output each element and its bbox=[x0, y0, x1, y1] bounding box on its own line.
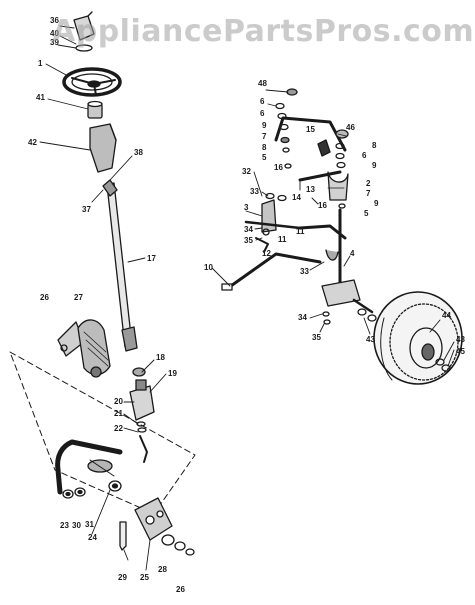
callout-32: 32 bbox=[242, 167, 251, 176]
leader-lines-left bbox=[39, 25, 167, 571]
callout-5-a: 5 bbox=[262, 153, 267, 162]
callout-34-upper: 34 bbox=[244, 225, 253, 234]
steering-arm bbox=[244, 192, 302, 253]
steering-bracket bbox=[119, 497, 173, 551]
callout-9-b: 9 bbox=[372, 161, 377, 170]
callout-18: 18 bbox=[156, 353, 165, 362]
callout-35-upper: 35 bbox=[244, 236, 253, 245]
callout-43-spindle: 43 bbox=[366, 335, 375, 344]
drag-link-rod bbox=[221, 252, 322, 291]
callout-45: 45 bbox=[456, 347, 465, 356]
callout-21: 21 bbox=[114, 409, 123, 418]
callout-11-b: 11 bbox=[278, 235, 287, 244]
callout-13: 13 bbox=[306, 185, 315, 194]
steering-gear-housing bbox=[129, 367, 155, 463]
callout-33-lower: 33 bbox=[300, 267, 309, 276]
callout-24: 24 bbox=[88, 533, 97, 542]
front-wheel bbox=[373, 291, 463, 385]
drag-link bbox=[55, 439, 123, 495]
steering-wheel bbox=[62, 67, 122, 97]
callout-30: 30 bbox=[72, 521, 81, 530]
callout-36-top: 36 bbox=[50, 16, 59, 25]
callout-7-a: 7 bbox=[262, 132, 267, 141]
callout-4: 4 bbox=[350, 249, 355, 258]
callout-26-bracket: 26 bbox=[176, 585, 185, 594]
wheel-hardware bbox=[435, 358, 451, 372]
callout-26-brake: 26 bbox=[40, 293, 49, 302]
callout-17: 17 bbox=[147, 254, 156, 263]
small-hardware-stack-left bbox=[275, 88, 298, 169]
steering-adapter bbox=[87, 100, 103, 119]
callout-14: 14 bbox=[292, 193, 301, 202]
callout-8-b: 8 bbox=[372, 141, 377, 150]
callout-15: 15 bbox=[306, 125, 315, 134]
callout-44: 44 bbox=[442, 311, 451, 320]
callout-19: 19 bbox=[168, 369, 177, 378]
callout-8-a: 8 bbox=[262, 143, 267, 152]
callout-16-a: 16 bbox=[274, 163, 283, 172]
callout-labels: 36 40 39 1 41 42 38 37 17 26 27 18 19 20… bbox=[28, 16, 465, 594]
steering-cap bbox=[73, 11, 95, 41]
callout-12: 12 bbox=[262, 249, 271, 258]
callout-16-b: 16 bbox=[318, 201, 327, 210]
callout-42: 42 bbox=[28, 138, 37, 147]
callout-39: 39 bbox=[50, 38, 59, 47]
callout-22: 22 bbox=[114, 424, 123, 433]
callout-20: 20 bbox=[114, 397, 123, 406]
spindle-assembly bbox=[321, 279, 377, 325]
callout-35-lower: 35 bbox=[312, 333, 321, 342]
axle-pivot bbox=[327, 171, 349, 201]
callout-31: 31 bbox=[85, 520, 94, 529]
callout-6-c: 6 bbox=[362, 151, 367, 160]
callout-3: 3 bbox=[244, 203, 249, 212]
callout-33-upper: 33 bbox=[250, 187, 259, 196]
callout-27: 27 bbox=[74, 293, 83, 302]
leader-lines-right bbox=[211, 89, 455, 367]
callout-43-wheel: 43 bbox=[456, 335, 465, 344]
callout-1: 1 bbox=[38, 59, 43, 68]
callout-23: 23 bbox=[60, 521, 69, 530]
callout-34-lower: 34 bbox=[298, 313, 307, 322]
brake-drum bbox=[77, 319, 111, 378]
callout-9-a: 9 bbox=[262, 121, 267, 130]
callout-11-a: 11 bbox=[296, 227, 305, 236]
callout-48: 48 bbox=[258, 79, 267, 88]
steering-shaft bbox=[102, 179, 138, 352]
callout-6-b: 6 bbox=[260, 109, 265, 118]
watermark-logo: AppliancePartsPros.com bbox=[52, 14, 475, 49]
callout-38: 38 bbox=[134, 148, 143, 157]
callout-41: 41 bbox=[36, 93, 45, 102]
callout-25: 25 bbox=[140, 573, 149, 582]
spindle-link bbox=[298, 208, 347, 292]
washer-set-left bbox=[62, 480, 122, 499]
callout-37: 37 bbox=[82, 205, 91, 214]
callout-7-b: 7 bbox=[366, 189, 371, 198]
callout-28: 28 bbox=[158, 565, 167, 574]
callout-46: 46 bbox=[346, 123, 355, 132]
steering-column-cover bbox=[89, 123, 117, 173]
washer-set-bracket bbox=[161, 534, 195, 556]
callout-9-c: 9 bbox=[374, 199, 379, 208]
callout-29: 29 bbox=[118, 573, 127, 582]
callout-5-b: 5 bbox=[364, 209, 369, 218]
callout-6-a: 6 bbox=[260, 97, 265, 106]
callout-10: 10 bbox=[204, 263, 213, 272]
callout-40: 40 bbox=[50, 29, 59, 38]
callout-2: 2 bbox=[366, 179, 371, 188]
